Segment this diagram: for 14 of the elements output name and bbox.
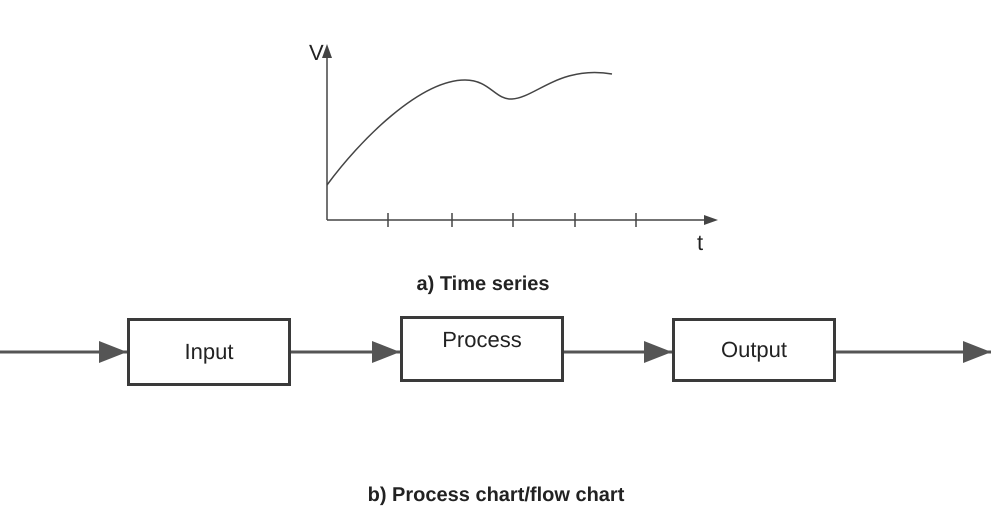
- process-box: [400, 316, 564, 382]
- process-box: [672, 318, 836, 382]
- box-label: Input: [184, 339, 234, 365]
- process-box: [127, 318, 291, 386]
- arrow: [0, 341, 127, 363]
- figure-caption: a) Time series: [416, 273, 550, 296]
- arrow: [836, 341, 991, 363]
- figure-caption: b) Process chart/flow chart: [368, 484, 624, 507]
- box-label: Output: [720, 337, 788, 363]
- arrow: [564, 341, 672, 363]
- arrow: [291, 341, 400, 363]
- axis-label: V: [309, 40, 324, 66]
- axis-label: t: [697, 230, 704, 256]
- box-label: Process: [442, 327, 522, 353]
